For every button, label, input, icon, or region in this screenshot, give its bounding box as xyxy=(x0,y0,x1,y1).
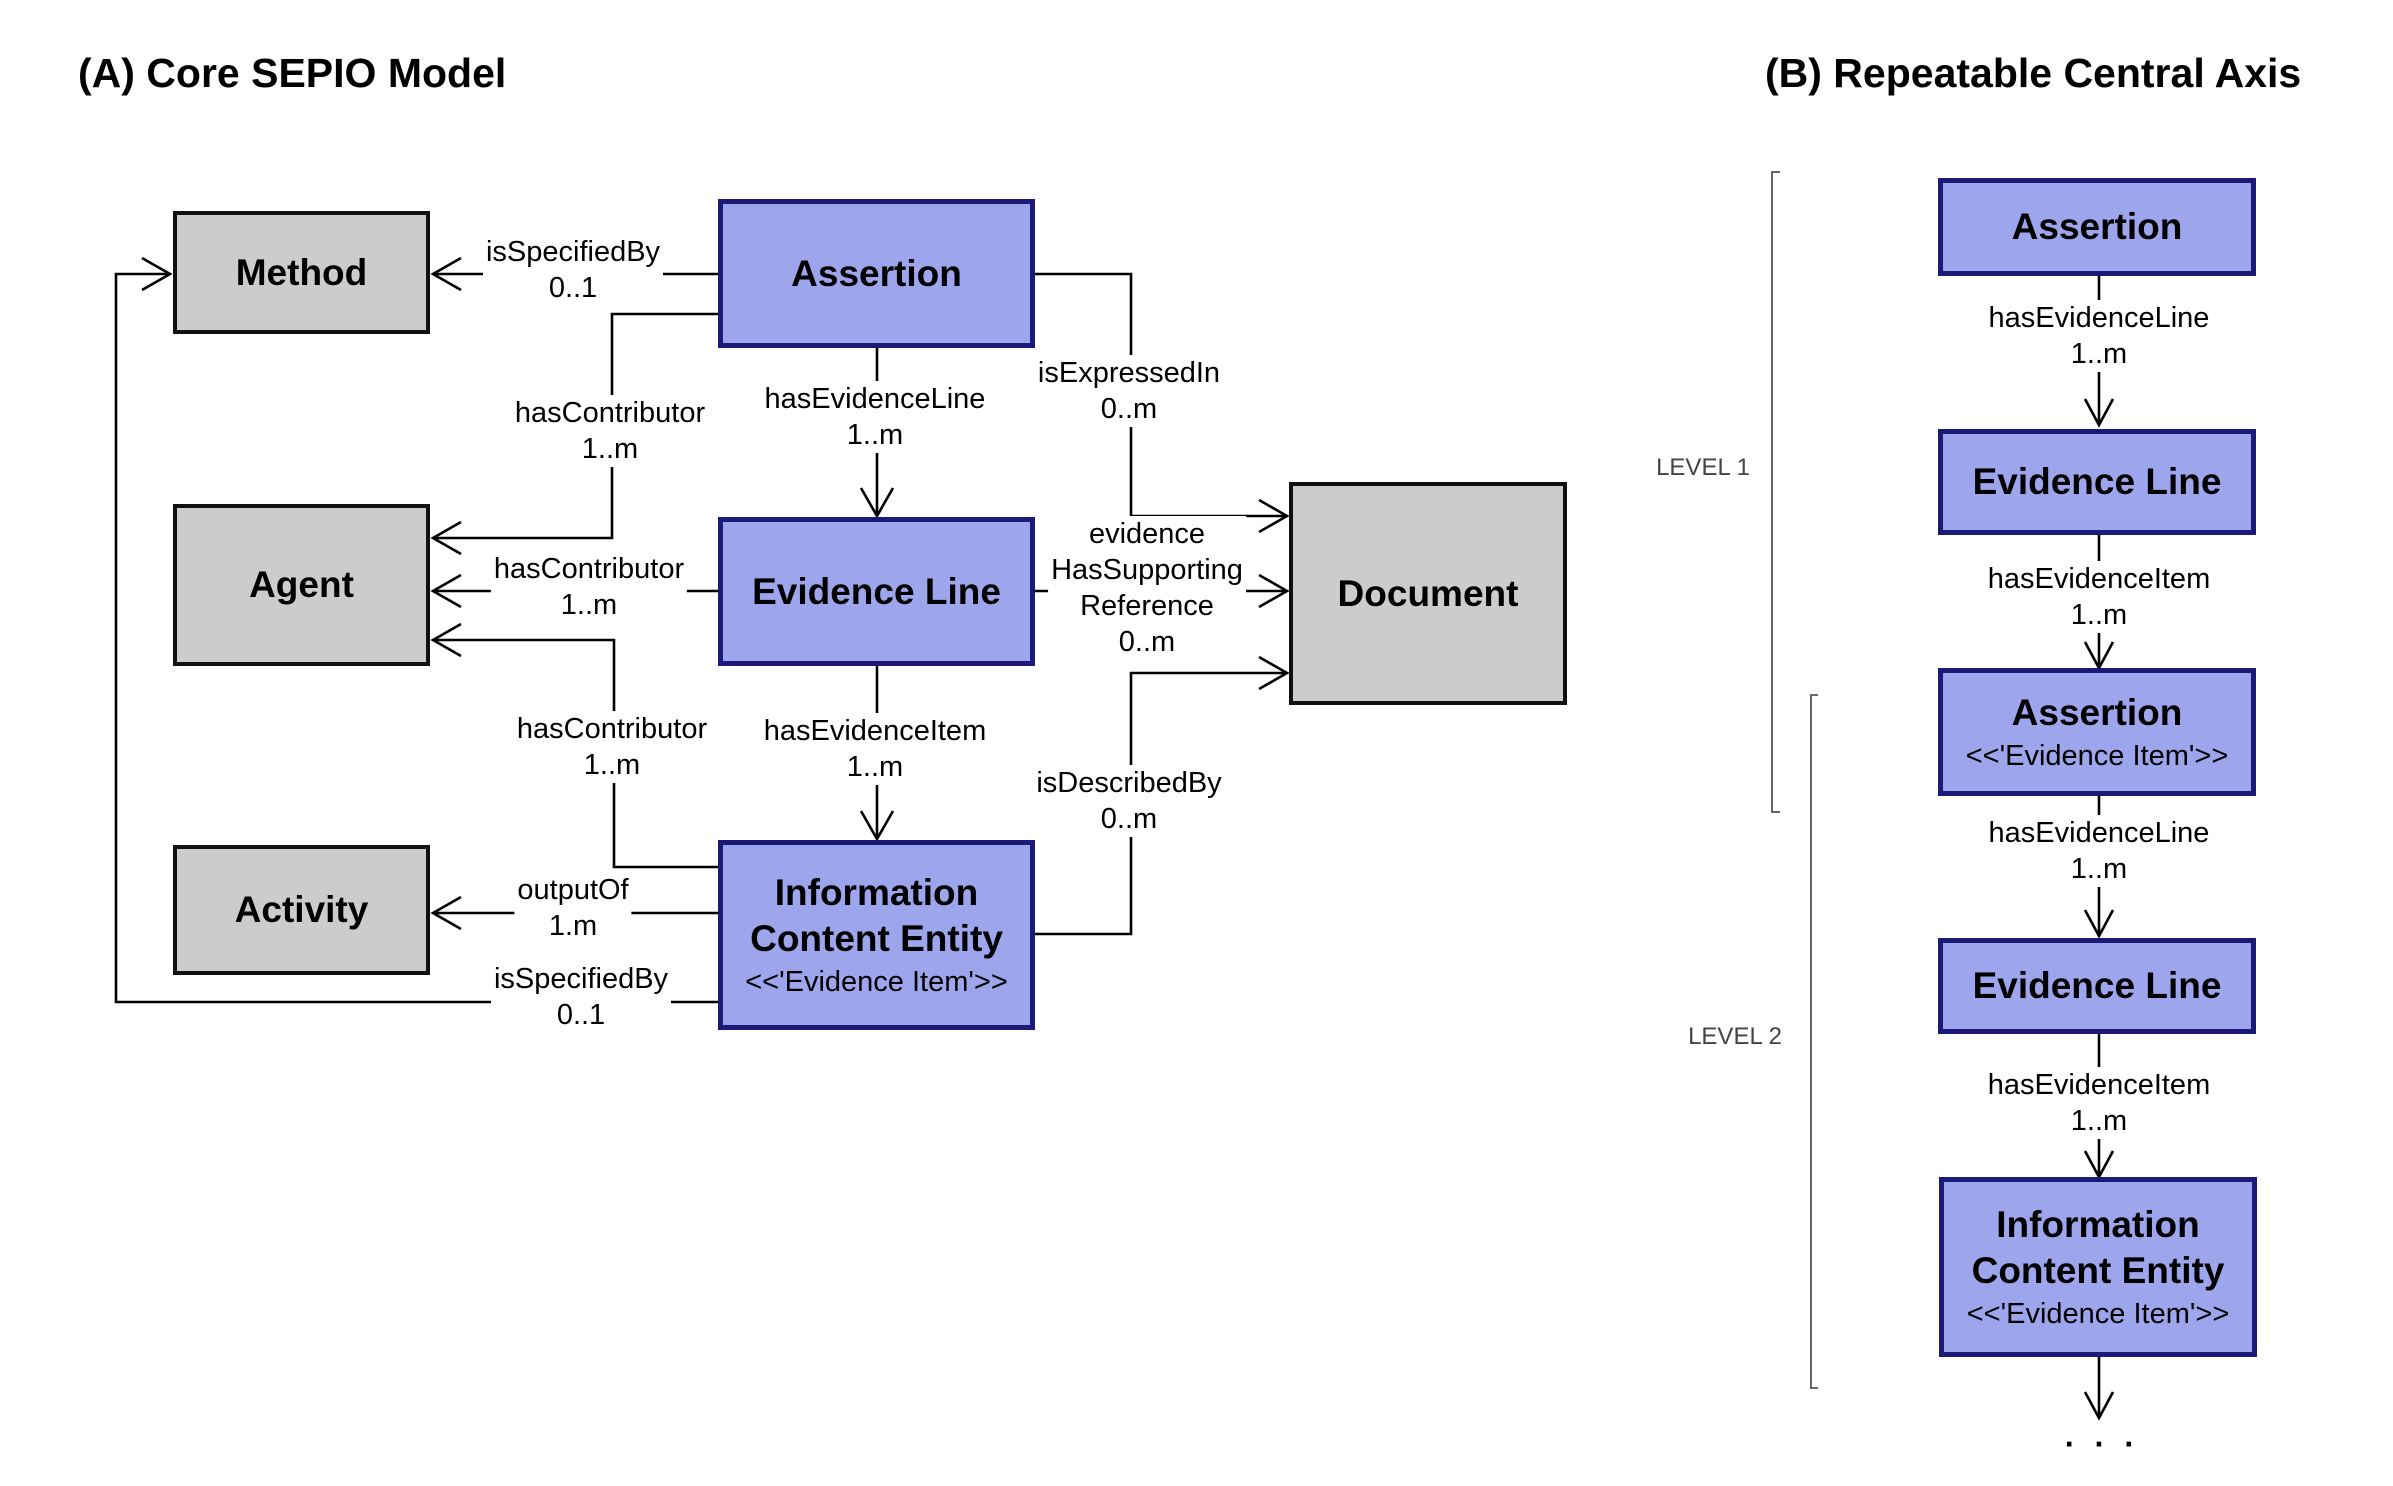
edge-name-part2: HasSupporting xyxy=(1051,554,1243,586)
label-evidence-line-agent: hasContributor 1..m xyxy=(490,551,688,623)
edge-multiplicity: 1..m xyxy=(560,589,618,621)
label-ice-method: isSpecifiedBy 0..1 xyxy=(490,961,672,1033)
edge-name: hasEvidenceLine xyxy=(764,383,986,415)
b-assertion-2-stereotype: <<'Evidence Item'>> xyxy=(1965,739,2229,772)
b-ice-box: Information Content Entity <<'Evidence I… xyxy=(1939,1177,2257,1357)
edge-name: isDescribedBy xyxy=(1036,767,1222,799)
b-assertion-label: Assertion xyxy=(2011,206,2183,247)
edge-multiplicity: 1..m xyxy=(846,751,904,783)
method-label: Method xyxy=(235,251,368,293)
edge-multiplicity: 0..m xyxy=(1118,626,1176,658)
b-ice-stereotype: <<'Evidence Item'>> xyxy=(1966,1297,2230,1330)
document-label: Document xyxy=(1337,572,1519,614)
arrowhead-agent-bottom xyxy=(430,622,462,658)
arrowhead-evidence-line xyxy=(859,487,895,519)
b-ice-label-line1: Information xyxy=(1996,1203,2200,1245)
label-evidence-line-document: evidence HasSupporting Reference 0..m xyxy=(1048,516,1246,660)
edge-multiplicity: 1..m xyxy=(846,419,904,451)
edge-name: isSpecifiedBy xyxy=(485,236,661,268)
label-b1: hasEvidenceLine 1..m xyxy=(1985,300,2213,372)
edge-name: hasEvidenceItem xyxy=(763,715,987,747)
edge-multiplicity: 1..m xyxy=(583,749,641,781)
label-ice-activity: outputOf 1.m xyxy=(514,872,632,944)
label-assertion-evidence-line: hasEvidenceLine 1..m xyxy=(761,381,989,453)
edge-name: isSpecifiedBy xyxy=(493,963,669,995)
edge-name-part1: evidence xyxy=(1088,518,1206,550)
ice-box: Information Content Entity <<'Evidence I… xyxy=(718,840,1035,1030)
arrowhead-method-left xyxy=(141,256,173,292)
b-evidence-line-label: Evidence Line xyxy=(1972,461,2222,502)
label-assertion-agent: hasContributor 1..m xyxy=(511,395,709,467)
arrowhead-method xyxy=(430,256,462,292)
edge-multiplicity: 0..m xyxy=(1100,803,1158,835)
continuation-ellipsis: . . . xyxy=(2064,1417,2140,1454)
level-2-label: LEVEL 2 xyxy=(1688,1023,1782,1050)
level-1-bracket xyxy=(1771,171,1780,813)
label-ice-document: isDescribedBy 0..m xyxy=(1033,765,1225,837)
edge-name: hasEvidenceLine xyxy=(1988,817,2210,849)
label-b2: hasEvidenceItem 1..m xyxy=(1984,561,2214,633)
arrowhead-agent-middle xyxy=(430,573,462,609)
edge-multiplicity: 0..m xyxy=(1100,393,1158,425)
b-evidence-line-box: Evidence Line xyxy=(1938,429,2256,535)
agent-box: Agent xyxy=(173,504,430,666)
b-ice-label-line2: Content Entity xyxy=(1971,1249,2225,1291)
edge-multiplicity: 1.m xyxy=(548,910,598,942)
b-assertion-box: Assertion xyxy=(1938,178,2256,276)
label-evidence-line-ice: hasEvidenceItem 1..m xyxy=(760,713,990,785)
level-1-label: LEVEL 1 xyxy=(1656,454,1750,481)
edge-name: hasContributor xyxy=(514,397,706,429)
panel-b-title: (B) Repeatable Central Axis xyxy=(1765,50,2302,96)
b-evidence-line-2-label: Evidence Line xyxy=(1972,965,2222,1006)
method-box: Method xyxy=(173,211,430,334)
arrowhead-ice xyxy=(859,810,895,842)
panel-a-title: (A) Core SEPIO Model xyxy=(78,50,507,96)
edge-multiplicity: 1..m xyxy=(2070,853,2128,885)
assertion-label: Assertion xyxy=(791,252,962,294)
document-box: Document xyxy=(1289,482,1567,705)
edge-ice-method xyxy=(114,272,720,1004)
edge-name: hasEvidenceItem xyxy=(1987,563,2211,595)
activity-box: Activity xyxy=(173,845,430,975)
evidence-line-label: Evidence Line xyxy=(752,570,1001,612)
arrowhead-document-bottom xyxy=(1258,655,1290,691)
assertion-box: Assertion xyxy=(718,199,1035,348)
edge-name: hasContributor xyxy=(493,553,685,585)
ice-label-line1: Information xyxy=(774,871,979,913)
ice-label-line2: Content Entity xyxy=(750,917,1003,959)
label-ice-agent: hasContributor 1..m xyxy=(513,711,711,783)
label-assertion-method: isSpecifiedBy 0..1 xyxy=(482,234,664,306)
edge-name: outputOf xyxy=(517,874,629,906)
label-b3: hasEvidenceLine 1..m xyxy=(1985,815,2213,887)
arrowhead-document-middle xyxy=(1258,573,1290,609)
edge-multiplicity: 1..m xyxy=(2070,338,2128,370)
b-assertion-2-label: Assertion xyxy=(2011,691,2183,733)
edge-name: hasEvidenceLine xyxy=(1988,302,2210,334)
agent-label: Agent xyxy=(249,564,354,605)
arrowhead-b1 xyxy=(2083,398,2115,428)
edge-multiplicity: 1..m xyxy=(581,433,639,465)
evidence-line-box: Evidence Line xyxy=(718,517,1035,666)
edge-name-part3: Reference xyxy=(1080,590,1214,622)
edge-multiplicity: 1..m xyxy=(2070,1105,2128,1137)
activity-label: Activity xyxy=(234,889,369,930)
ice-stereotype: <<'Evidence Item'>> xyxy=(745,965,1008,998)
arrowhead-b3 xyxy=(2083,909,2115,939)
edge-multiplicity: 0..1 xyxy=(556,999,606,1031)
arrowhead-activity xyxy=(430,895,462,931)
b-evidence-line-2-box: Evidence Line xyxy=(1938,938,2256,1034)
label-assertion-document: isExpressedIn 0..m xyxy=(1034,355,1224,427)
label-b4: hasEvidenceItem 1..m xyxy=(1984,1067,2214,1139)
b-assertion-evidence-item-box: Assertion <<'Evidence Item'>> xyxy=(1938,668,2256,796)
edge-name: hasContributor xyxy=(516,713,708,745)
arrowhead-document-top xyxy=(1258,498,1290,534)
edge-name: isExpressedIn xyxy=(1037,357,1221,389)
edge-multiplicity: 0..1 xyxy=(548,272,598,304)
arrowhead-agent-top xyxy=(430,520,462,556)
arrowhead-b5 xyxy=(2083,1391,2115,1421)
edge-name: hasEvidenceItem xyxy=(1987,1069,2211,1101)
edge-multiplicity: 1..m xyxy=(2070,599,2128,631)
level-2-bracket xyxy=(1810,694,1818,1389)
